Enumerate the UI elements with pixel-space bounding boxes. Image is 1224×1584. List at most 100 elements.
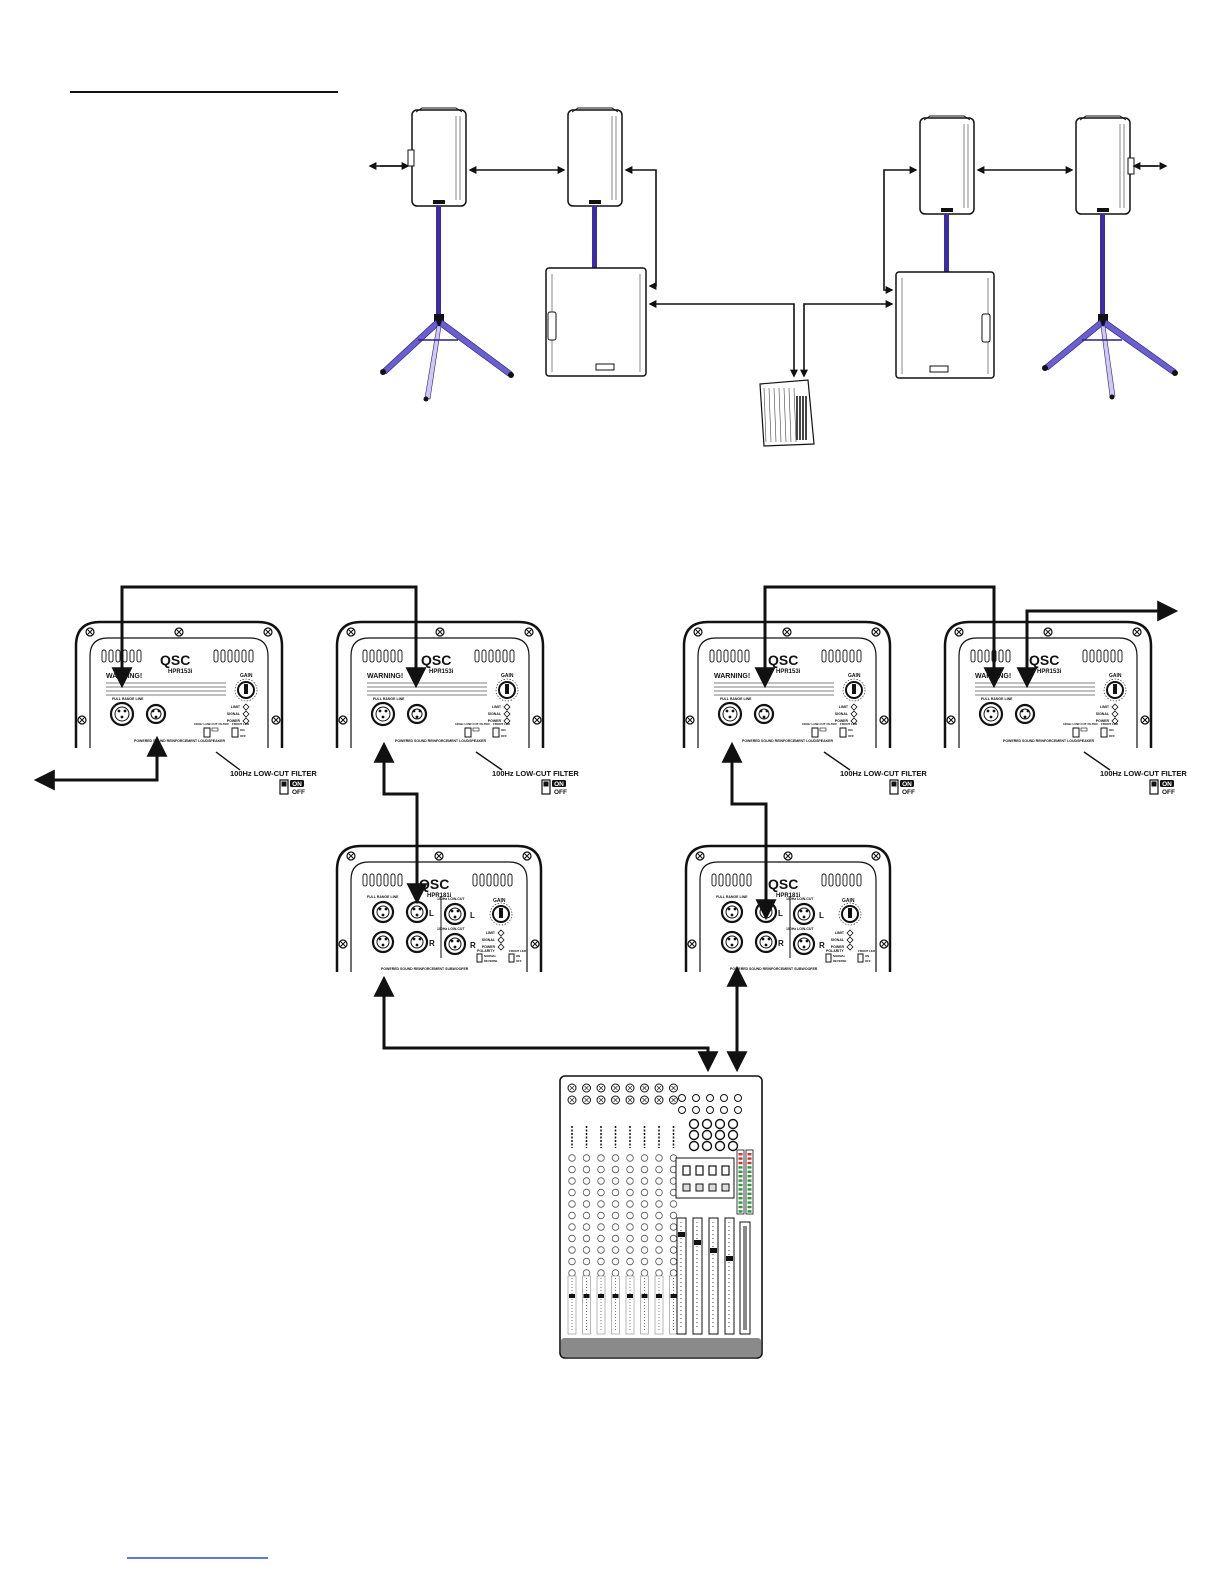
filter-switch (464, 727, 472, 738)
xlr-pin (762, 715, 766, 719)
master-knob (727, 1140, 739, 1152)
off-label: OFF (1109, 734, 1115, 738)
screw-cross (881, 717, 887, 723)
warning-label: WARNING! (367, 673, 403, 680)
jack-mark (656, 1085, 662, 1091)
xlr-input-jack-inner (722, 706, 738, 722)
normal-label: NORMAL (833, 954, 846, 958)
xlr-pin (456, 939, 460, 943)
vent-slot (488, 649, 494, 663)
speaker-left-outer (380, 107, 514, 402)
channel-knob (582, 1223, 591, 1231)
channel-knob (582, 1269, 591, 1277)
front-led-label: FRONT LED (1101, 722, 1119, 726)
speaker-right-inner (919, 115, 975, 276)
vent-slot (369, 649, 375, 663)
reverse-label: REVERSE (833, 959, 847, 963)
polarity-switch (825, 953, 832, 963)
callout-on-label: ON (1162, 781, 1172, 788)
channel-fader-cap (627, 1294, 633, 1298)
panel-inner (350, 861, 528, 972)
top-cables (368, 162, 1168, 378)
meter-segment (747, 1157, 752, 1160)
off-label: OFF (848, 734, 854, 738)
channel-knob (640, 1177, 649, 1185)
led-diamond (846, 936, 854, 944)
front-led-switch (508, 953, 515, 963)
callout-label: 100Hz LOW-CUT FILTER (840, 769, 927, 778)
on-label: ON (501, 728, 506, 732)
master-knob (727, 1118, 739, 1130)
front-led-label: FRONT LED (232, 722, 250, 726)
screw-cross (534, 717, 540, 723)
channel-knob (626, 1165, 634, 1174)
channel-knob (669, 1246, 678, 1254)
mini-channel-strip (773, 387, 777, 443)
off-label: OFF (516, 959, 522, 963)
channel-knob (568, 1269, 576, 1277)
master-knob (727, 1129, 739, 1141)
channel-knob (597, 1257, 605, 1266)
vent-slot (129, 649, 135, 663)
xlr-pin (989, 715, 993, 719)
channel-knob (568, 1188, 576, 1197)
model-label: HPR153i (776, 669, 801, 675)
vent-slot (479, 873, 485, 887)
input-label: FULL RANGE LINE (112, 697, 144, 701)
screw-cross (79, 717, 85, 723)
xlr-pin (381, 913, 385, 917)
channel-knob (597, 1200, 605, 1208)
vent-slot (1089, 649, 1095, 663)
vent-slot (115, 649, 121, 663)
led-label: LIMIT (486, 931, 496, 935)
channel-knob (669, 1200, 678, 1208)
meter-segment (747, 1205, 752, 1209)
vent-slot (842, 873, 848, 887)
channel-knob (626, 1211, 634, 1220)
channel-fader-cap (612, 1294, 619, 1298)
panel-footer: POWERED SOUND REINFORCEMENT LOUDSPEAKER (134, 739, 225, 743)
xlr-pin (725, 709, 729, 713)
speaker-left-inner (567, 107, 623, 270)
xlr-pin (759, 709, 763, 713)
screw-cross (785, 853, 791, 859)
channel-fader-cap (598, 1294, 604, 1298)
callout-leader (215, 751, 241, 771)
xlr-pin (418, 937, 422, 941)
jack-mark (671, 1085, 676, 1091)
vent-slot (376, 873, 382, 887)
polarity-switch (476, 953, 483, 963)
effects-select (721, 1183, 730, 1192)
channel-knob (597, 1154, 605, 1162)
input-label: FULL RANGE LINE (716, 895, 748, 899)
channel-knob (655, 1257, 663, 1266)
mini-master-strip (799, 396, 801, 440)
system-overview (368, 107, 1178, 447)
vent-slot (744, 649, 750, 663)
stereo-fader-cap (710, 1248, 717, 1253)
rear-panel-cables (33, 585, 1179, 1073)
vent-slot (709, 649, 715, 663)
screw-cross (1142, 717, 1148, 723)
channel-knob (568, 1154, 576, 1162)
channel-knob (582, 1246, 591, 1254)
screw-cross (532, 941, 538, 947)
vent-slot (136, 649, 142, 663)
meter-segment (738, 1157, 743, 1160)
brand-logo: QSC (768, 876, 798, 892)
brand-logo: QSC (421, 652, 451, 668)
vent-slot (362, 649, 368, 663)
hp-channel-r-label: R (470, 941, 476, 950)
led-label: POWER (835, 719, 849, 723)
meter-segment (738, 1175, 743, 1178)
xlr-pin (453, 945, 457, 949)
jack-mark (627, 1097, 633, 1103)
channel-knob (655, 1269, 663, 1277)
channel-knob (640, 1234, 649, 1243)
subwoofer-left (545, 267, 647, 377)
